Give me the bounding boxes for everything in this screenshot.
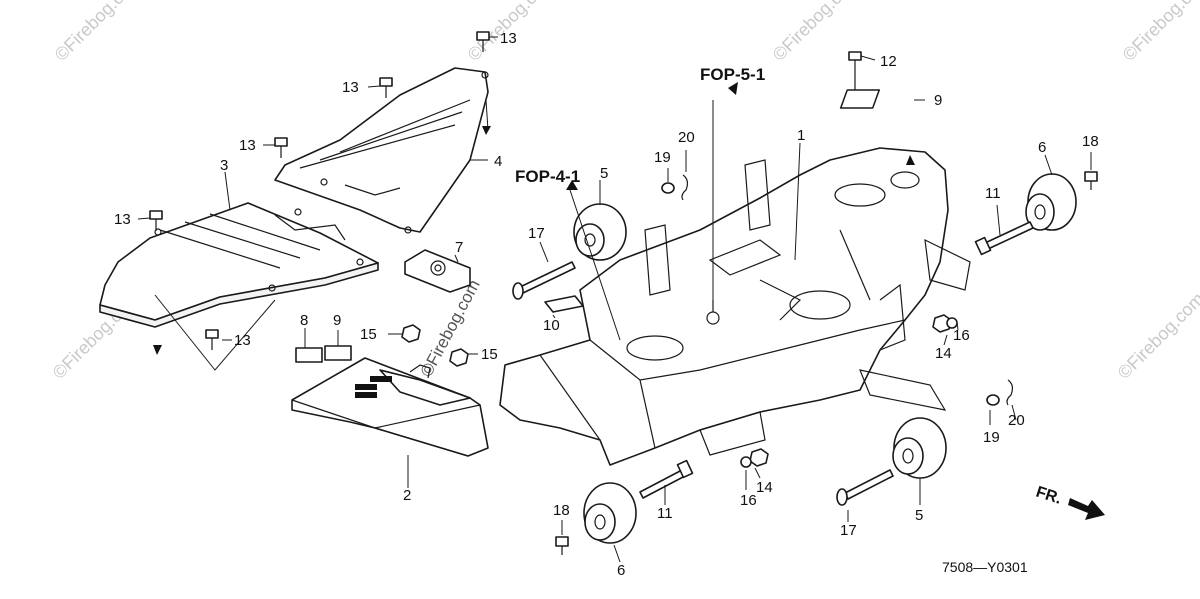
callout-17: 17 <box>528 225 545 242</box>
callout-9: 9 <box>333 312 341 329</box>
callout-19: 19 <box>654 149 671 166</box>
watermark: ©Firebog.com <box>51 0 145 65</box>
callout-16: 16 <box>953 327 970 344</box>
callout-11: 11 <box>657 505 673 522</box>
part-4-right-shield <box>274 67 489 234</box>
front-direction-indicator: FR. <box>1034 484 1105 520</box>
callout-14: 14 <box>756 479 773 496</box>
reference-fop-4-1: FOP-4-1 <box>515 167 580 186</box>
callout-16: 16 <box>740 492 757 509</box>
callout-3: 3 <box>220 157 228 174</box>
callout-10: 10 <box>543 317 560 334</box>
axle-bolts <box>512 221 1034 506</box>
callout-2: 2 <box>403 487 411 504</box>
callout-17: 17 <box>840 522 857 539</box>
callout-8: 8 <box>300 312 308 329</box>
warning-label-stripes <box>355 384 377 390</box>
callout-11: 11 <box>985 185 1001 202</box>
callout-6: 6 <box>1038 139 1046 156</box>
callout-13: 13 <box>234 332 251 349</box>
watermark: ©Firebog.com <box>1114 289 1200 383</box>
callout-5: 5 <box>915 507 923 524</box>
part-7-bracket <box>404 249 471 293</box>
front-label: FR. <box>1034 484 1064 508</box>
callout-5: 5 <box>600 165 608 182</box>
callout-20: 20 <box>678 129 695 146</box>
part-1-mower-deck <box>499 147 971 466</box>
callout-18: 18 <box>1082 133 1099 150</box>
callout-9: 9 <box>934 92 942 109</box>
callout-12: 12 <box>880 53 897 70</box>
part-2-discharge-chute <box>291 357 489 457</box>
callout-13: 13 <box>342 79 359 96</box>
callouts: 1 2 3 4 5 5 6 6 7 8 9 9 10 11 11 12 13 1… <box>114 30 1099 579</box>
callout-4: 4 <box>494 153 502 170</box>
callout-6: 6 <box>617 562 625 579</box>
watermark: ©Firebog.com <box>1119 0 1200 65</box>
callout-18: 18 <box>553 502 570 519</box>
callout-20: 20 <box>1008 412 1025 429</box>
part-6-wheel-front-left <box>583 482 637 544</box>
callout-13: 13 <box>114 211 131 228</box>
callout-15: 15 <box>481 346 498 363</box>
drawing-code: 7508—Y0301 <box>942 559 1028 575</box>
reference-fop-5-1: FOP-5-1 <box>700 65 765 84</box>
callout-15: 15 <box>360 326 377 343</box>
callout-19: 19 <box>983 429 1000 446</box>
callout-13: 13 <box>500 30 517 47</box>
callout-1: 1 <box>797 127 805 144</box>
small-hardware <box>149 31 1098 555</box>
callout-14: 14 <box>935 345 952 362</box>
part-3-left-shield <box>99 202 379 328</box>
leader-lines <box>137 36 1092 563</box>
part-5-wheel-right <box>892 417 947 479</box>
part-5-wheel-left <box>573 203 627 261</box>
part-6-wheel-rear-right <box>1025 173 1077 231</box>
callout-7: 7 <box>455 239 463 256</box>
front-arrow-icon <box>1068 498 1105 520</box>
callout-13: 13 <box>239 137 256 154</box>
